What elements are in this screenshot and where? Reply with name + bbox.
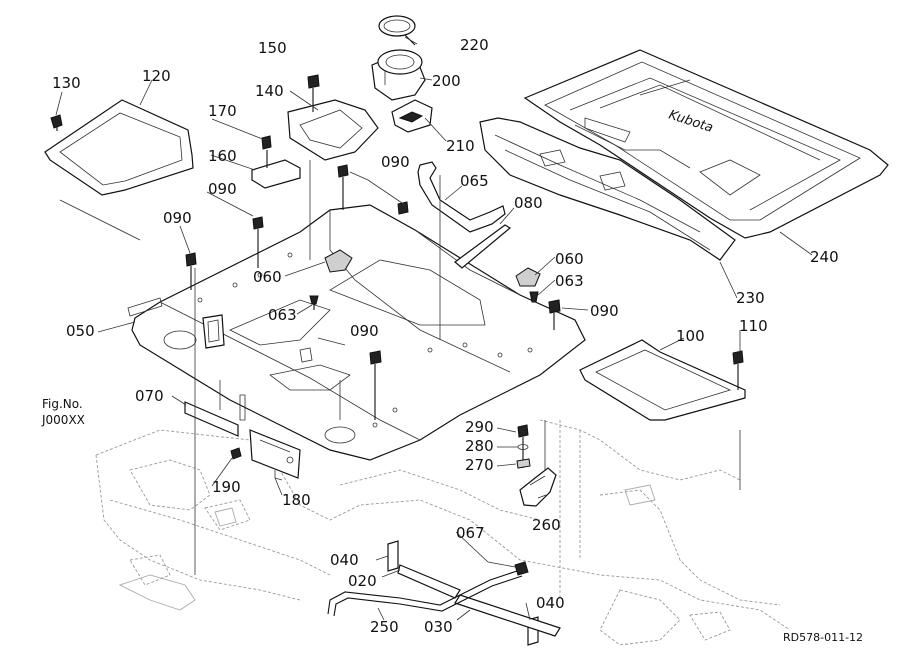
- callout-040-a: 040: [330, 551, 359, 569]
- cover-plate-140: [287, 99, 379, 161]
- underframe-230: [479, 117, 736, 261]
- bolt-150: [307, 74, 320, 112]
- callout-290: 290: [465, 418, 494, 436]
- grommet-063-left: [309, 295, 319, 310]
- callout-270: 270: [465, 456, 494, 474]
- callout-120: 120: [142, 67, 171, 85]
- callout-050: 050: [66, 322, 95, 340]
- bolt-290: [517, 424, 529, 468]
- callout-060-b: 060: [555, 250, 584, 268]
- drawing-id: RD578-011-12: [783, 631, 863, 644]
- callout-063-b: 063: [555, 272, 584, 290]
- clamp-220: [378, 15, 416, 46]
- bracket-180: [249, 429, 301, 481]
- callout-067: 067: [456, 524, 485, 542]
- spacer-040-left: [387, 540, 399, 572]
- figure-reference: Fig.No. J000XX: [41, 397, 85, 427]
- callout-060-a: 060: [253, 268, 282, 286]
- mat-100: [579, 339, 746, 421]
- callout-220: 220: [460, 36, 489, 54]
- callout-090-e: 090: [590, 302, 619, 320]
- bolts-090: [185, 164, 561, 420]
- boot-200: [371, 49, 426, 101]
- fig-ref-line2: J000XX: [41, 413, 85, 427]
- callout-230: 230: [736, 289, 765, 307]
- callout-240: 240: [810, 248, 839, 266]
- callout-labels: 220 200 210 150 140 120 130 170 160 090 …: [52, 36, 839, 636]
- pedal-mount: [202, 314, 225, 349]
- callout-210: 210: [446, 137, 475, 155]
- rail-030: [454, 594, 561, 637]
- rubber-060-left: [324, 249, 353, 273]
- boot-210: [391, 99, 433, 133]
- callout-030: 030: [424, 618, 453, 636]
- hose-065: [417, 161, 506, 233]
- callout-280: 280: [465, 437, 494, 455]
- callout-065: 065: [460, 172, 489, 190]
- callout-130: 130: [52, 74, 81, 92]
- callout-260: 260: [532, 516, 561, 534]
- floor-mat-120: [44, 99, 194, 196]
- callout-250: 250: [370, 618, 399, 636]
- nut-270: [516, 458, 531, 469]
- bolt-190: [230, 447, 242, 460]
- grommet-063-right: [529, 291, 539, 303]
- callout-090-b: 090: [163, 209, 192, 227]
- bracket-260: [519, 467, 557, 507]
- rod-080: [454, 224, 512, 269]
- fig-ref-line1: Fig.No.: [42, 397, 83, 411]
- cable-end-067: [514, 561, 529, 576]
- callout-090-d: 090: [350, 322, 379, 340]
- callout-150: 150: [258, 39, 287, 57]
- callout-180: 180: [282, 491, 311, 509]
- callout-020: 020: [348, 572, 377, 590]
- callout-110: 110: [739, 317, 768, 335]
- callout-040-b: 040: [536, 594, 565, 612]
- leader-lines: [55, 36, 813, 621]
- callout-190: 190: [212, 478, 241, 496]
- rubber-060-right: [515, 267, 541, 287]
- callout-100: 100: [676, 327, 705, 345]
- callout-063-a: 063: [268, 306, 297, 324]
- cable-250: [327, 569, 523, 617]
- bolt-170: [261, 135, 272, 168]
- callout-200: 200: [432, 72, 461, 90]
- floor-mat-240: Kubota: [523, 49, 889, 239]
- callout-170: 170: [208, 102, 237, 120]
- rail-070: [184, 401, 239, 437]
- clip-110: [732, 350, 744, 390]
- callout-070: 070: [135, 387, 164, 405]
- callout-160: 160: [208, 147, 237, 165]
- background-frame-outline: [95, 419, 791, 646]
- clip-130: [50, 114, 63, 131]
- callout-080: 080: [514, 194, 543, 212]
- bracket-020: [397, 564, 461, 599]
- small-plate-160: [251, 159, 301, 189]
- callout-090-c: 090: [381, 153, 410, 171]
- side-bracket: [219, 380, 341, 421]
- callout-090-a: 090: [208, 180, 237, 198]
- callout-140: 140: [255, 82, 284, 100]
